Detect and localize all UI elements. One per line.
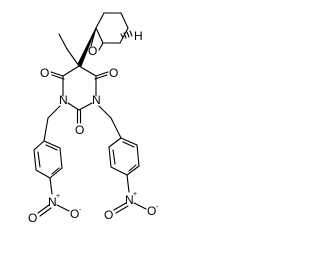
benzyl-right-ch2 xyxy=(98,105,122,139)
carbonyl-bottom-oxygen-label: O xyxy=(75,123,84,137)
chemical-structure: O H O O O N N xyxy=(28,12,159,225)
nitro-right-nitrogen-label: N xyxy=(125,193,134,207)
nitro-left-charge: + xyxy=(56,193,60,200)
epoxide-oxygen-label: O xyxy=(88,44,97,58)
nitro-right-bond xyxy=(126,174,130,193)
cyclohexane-ring xyxy=(95,12,129,44)
benzyl-left-ch2 xyxy=(43,105,61,142)
benzene-ring-right xyxy=(108,137,140,176)
nitro-left-oxygen-a-label: O xyxy=(28,211,37,225)
nitro-left-nitrogen-label: N xyxy=(48,195,57,209)
nitro-left-bond xyxy=(49,177,53,195)
ethyl-group xyxy=(58,33,80,67)
carbonyl-bottom xyxy=(76,109,82,124)
carbonyl-left-oxygen-label: O xyxy=(40,66,49,80)
carbonyl-right-oxygen-label: O xyxy=(109,66,118,80)
ring-nitrogen-left-label: N xyxy=(59,93,68,107)
nitro-right-oxygen-a-label: O xyxy=(104,208,113,222)
stereo-hash-bond xyxy=(120,30,133,39)
nitro-left-oxygen-b-label: O xyxy=(70,207,79,221)
nitro-right-oxygen-b-label: O xyxy=(147,204,156,218)
carbonyl-right xyxy=(94,71,109,80)
nitro-right-oxygens xyxy=(113,202,147,214)
nitro-right-oxygen-charge: - xyxy=(156,204,159,211)
nitro-left-oxygen-charge: - xyxy=(79,207,82,214)
barbiturate-ring xyxy=(62,65,97,111)
wedge-bond xyxy=(77,27,97,67)
nitro-left-oxygens xyxy=(37,204,70,217)
carbonyl-left xyxy=(50,71,65,80)
benzene-ring-left xyxy=(33,140,63,179)
ring-nitrogen-right-label: N xyxy=(92,93,101,107)
stereo-hydrogen-label: H xyxy=(134,29,143,43)
nitro-right-charge: + xyxy=(133,191,137,198)
